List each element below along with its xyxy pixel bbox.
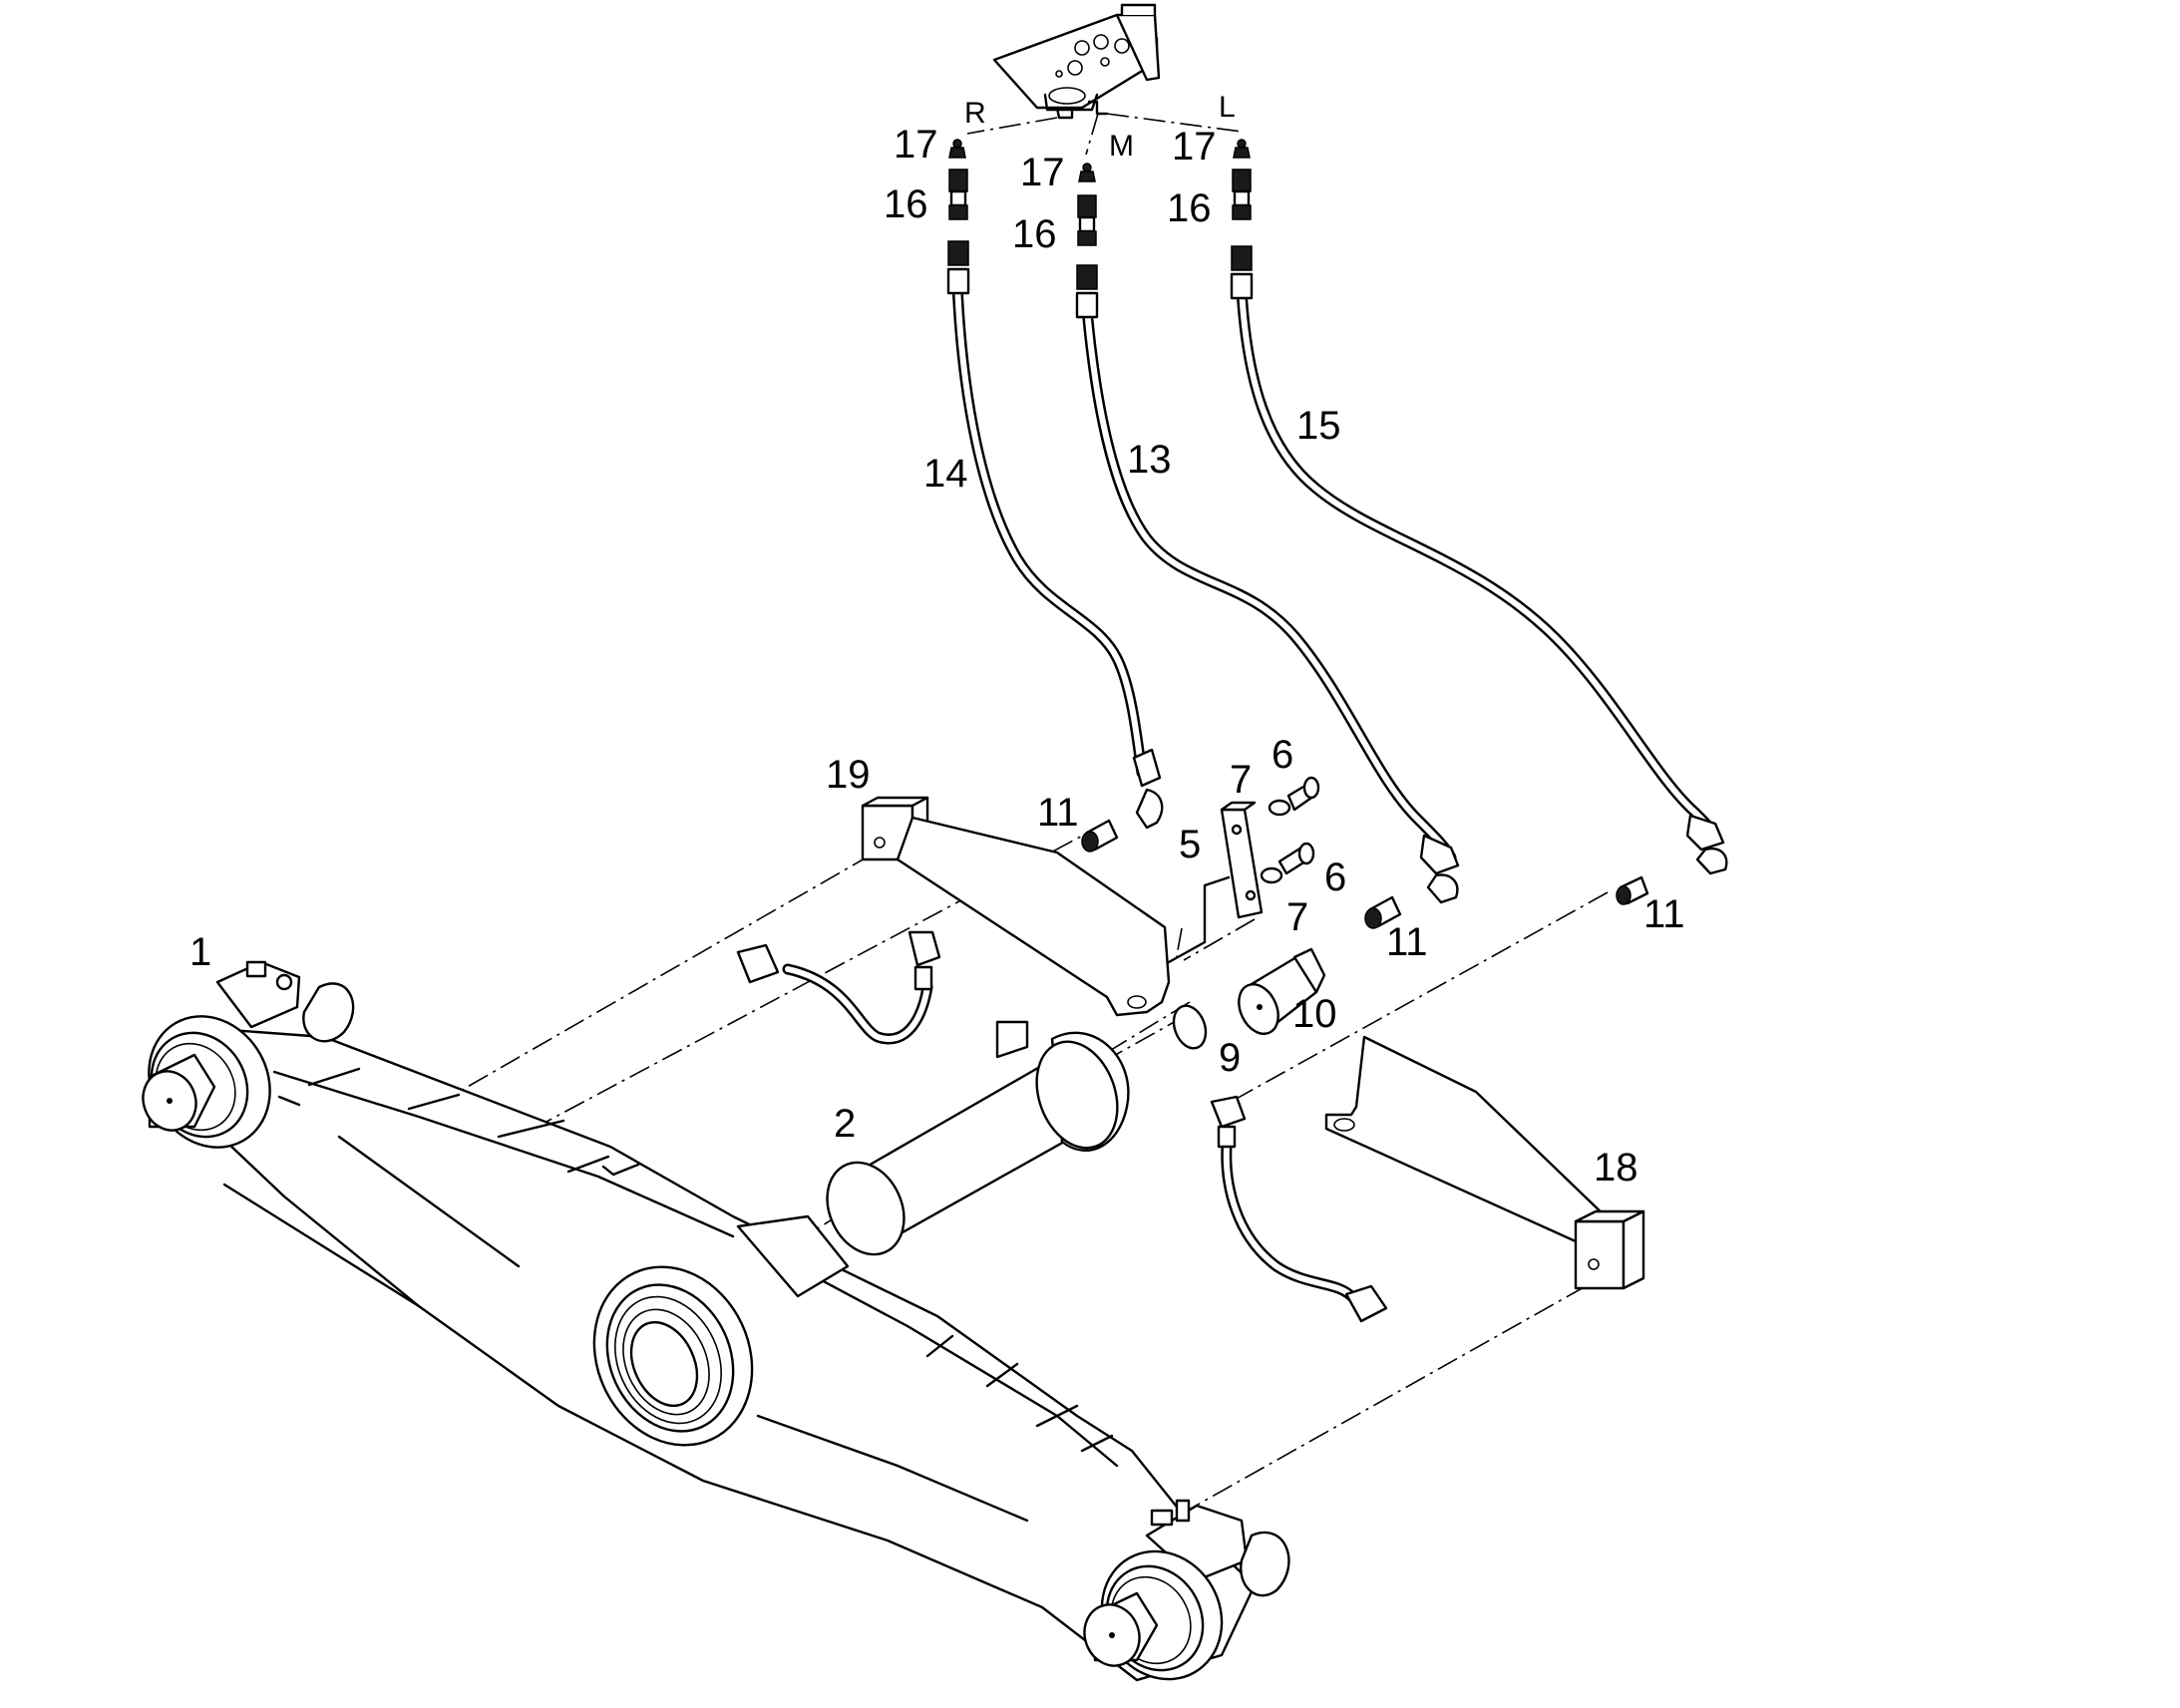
label-part-19: 19 <box>826 753 871 797</box>
bracket-18 <box>1324 1035 1645 1290</box>
label-part-7-lower: 7 <box>1286 895 1308 939</box>
label-part-6-upper: 6 <box>1272 733 1293 777</box>
label-part-17-middle: 17 <box>1020 151 1065 194</box>
label-part-13: 13 <box>1127 438 1172 482</box>
label-part-1: 1 <box>189 930 211 974</box>
label-part-15: 15 <box>1296 404 1341 448</box>
label-part-7-upper: 7 <box>1230 758 1252 802</box>
label-part-16-right: 16 <box>884 182 928 226</box>
cap-17-right <box>948 139 966 159</box>
label-part-18: 18 <box>1594 1146 1638 1190</box>
pivot-pin <box>826 1020 1130 1256</box>
sensor-10 <box>1238 947 1326 1035</box>
label-part-11-c: 11 <box>1643 892 1685 936</box>
label-part-17-right: 17 <box>894 123 938 167</box>
hose-15 <box>1230 245 1728 875</box>
label-part-17-left: 17 <box>1172 125 1217 169</box>
short-hose-left <box>736 930 941 1045</box>
hose-13 <box>1075 264 1460 904</box>
port-label-l: L <box>1219 91 1236 124</box>
axle-center-pivot <box>592 1214 850 1447</box>
port-label-m: M <box>1109 130 1134 163</box>
label-part-11-a: 11 <box>1037 791 1079 835</box>
label-part-9: 9 <box>1219 1036 1241 1080</box>
label-part-2: 2 <box>834 1102 856 1146</box>
label-part-11-b: 11 <box>1386 920 1428 964</box>
fitting-16-left <box>1232 169 1252 220</box>
label-part-16-middle: 16 <box>1012 212 1057 256</box>
hose-14 <box>946 240 1164 830</box>
label-part-10: 10 <box>1292 992 1337 1036</box>
valve-block <box>992 3 1161 120</box>
fitting-11-a <box>1081 819 1119 853</box>
fitting-16-right <box>948 169 968 220</box>
port-label-r: R <box>964 97 986 130</box>
axle-right-pivot <box>1083 1499 1290 1681</box>
cap-17-middle <box>1078 163 1096 182</box>
screw-6-lower <box>1260 842 1315 884</box>
o-ring-9 <box>1172 1004 1208 1050</box>
label-part-14: 14 <box>923 452 968 496</box>
fitting-11-b <box>1364 895 1402 929</box>
fitting-11-c <box>1616 875 1649 905</box>
short-hose-right <box>1210 1095 1388 1323</box>
fitting-16-middle <box>1077 194 1097 246</box>
clamp-plate-5 <box>1220 801 1264 919</box>
label-part-5: 5 <box>1179 823 1201 866</box>
label-part-6-lower: 6 <box>1324 855 1346 899</box>
screw-6-upper <box>1268 776 1320 817</box>
part-labels: 1 2 5 6 6 7 7 9 10 11 11 11 13 14 15 16 … <box>189 91 1685 1190</box>
cap-17-left <box>1233 139 1251 159</box>
axle-left-pivot <box>142 960 355 1149</box>
label-part-16-left: 16 <box>1167 186 1212 230</box>
bracket-19 <box>861 796 1231 1017</box>
